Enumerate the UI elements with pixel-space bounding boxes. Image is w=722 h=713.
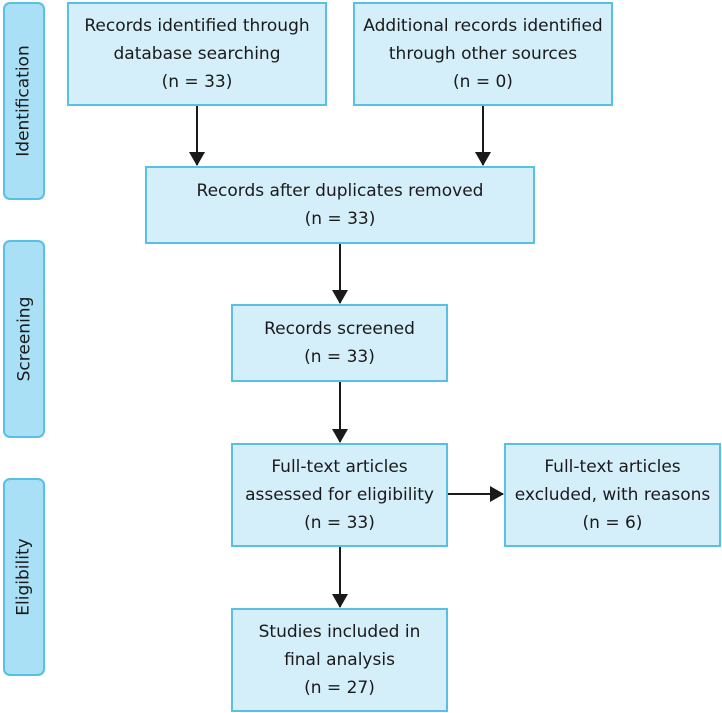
box-other-sources: Additional records identified through ot… [353,2,613,106]
box-fulltext-line-1: Full-text articles [271,457,408,477]
box-fulltext-excluded: Full-text articles excluded, with reason… [504,443,721,547]
box-database-line-2: database searching [113,44,281,64]
box-duplicates-line-1: Records after duplicates removed [196,181,484,201]
box-other-count: (n = 0) [453,72,513,92]
box-excluded-count: (n = 6) [582,513,643,533]
box-fulltext-assessed: Full-text articles assessed for eligibil… [231,443,448,547]
box-screened-line-1: Records screened [264,319,415,339]
stage-screening: Screening [3,240,45,438]
box-included-count: (n = 27) [304,678,375,698]
box-other-line-2: through other sources [388,44,578,64]
box-included-line-2: final analysis [284,650,395,670]
box-studies-included: Studies included in final analysis (n = … [231,608,448,712]
box-database-line-1: Records identified through [84,16,310,36]
stage-identification: Identification [3,2,45,200]
box-fulltext-count: (n = 33) [304,513,375,533]
box-database-count: (n = 33) [161,72,233,92]
box-fulltext-line-2: assessed for eligibility [245,485,434,505]
stage-eligibility: Eligibility [3,478,45,676]
box-excluded-line-2: excluded, with reasons [514,485,711,505]
box-duplicates-count: (n = 33) [304,209,376,229]
box-database-records: Records identified through database sear… [67,2,327,106]
box-records-screened: Records screened (n = 33) [231,304,448,382]
box-other-line-1: Additional records identified [363,16,603,36]
box-after-duplicates: Records after duplicates removed (n = 33… [145,166,535,244]
box-included-line-1: Studies included in [258,622,421,642]
box-excluded-line-1: Full-text articles [544,457,681,477]
box-screened-count: (n = 33) [304,347,375,367]
